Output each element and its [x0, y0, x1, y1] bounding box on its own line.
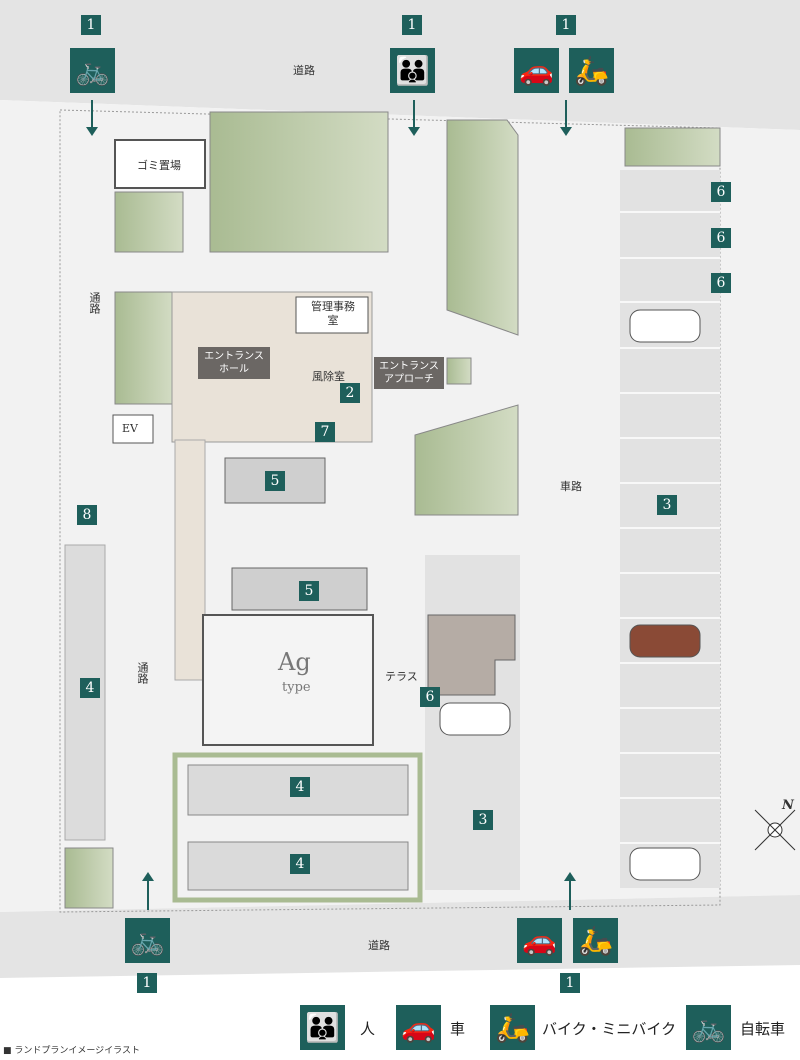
person-icon: 👪 [300, 1005, 345, 1050]
road-top-label: 道路 [293, 64, 315, 77]
badge-parking-3: 3 [657, 495, 677, 515]
badge-4: 4 [80, 678, 100, 698]
badge-bottom-vehicle: 1 [560, 973, 580, 993]
ag-label: Ag [278, 648, 311, 676]
badge-windbreak-2: 2 [340, 383, 360, 403]
badge-parking-6: 6 [711, 228, 731, 248]
legend-label: 自転車 [740, 1020, 786, 1038]
badge-parking-6: 6 [711, 273, 731, 293]
ev-label: EV [122, 422, 138, 435]
entrance-approach-label: エントランスアプローチ [374, 357, 444, 389]
badge-8: 8 [77, 505, 97, 525]
badge-bike-5: 5 [265, 471, 285, 491]
garbage-label: ゴミ置場 [137, 159, 181, 172]
scooter-icon: 🛵 [569, 48, 614, 93]
office-label: 管理事務室 [311, 300, 355, 327]
north-label: N [782, 798, 794, 813]
car-icon: 🚗 [396, 1005, 441, 1050]
driveway-label: 車路 [560, 480, 582, 493]
arrow-down-icon [408, 100, 420, 136]
person-icon: 👪 [390, 48, 435, 93]
passage-lower-label: 通路 [136, 662, 149, 684]
bicycle-icon: 🚲 [70, 48, 115, 93]
legend-label: 人 [360, 1020, 376, 1038]
badge-parking-6: 6 [420, 687, 440, 707]
legend-label: 車 [450, 1020, 466, 1038]
badge-top-vehicle: 1 [556, 15, 576, 35]
arrow-up-icon [142, 872, 154, 910]
arrow-up-icon [564, 872, 576, 910]
passage-upper-label: 通路 [88, 292, 101, 314]
arrow-down-icon [86, 100, 98, 136]
badge-4: 4 [290, 777, 310, 797]
caption: ■ ランドプランイメージイラスト [3, 1046, 141, 1056]
car-icon: 🚗 [514, 48, 559, 93]
badge-4: 4 [290, 854, 310, 874]
badge-top-bike: 1 [81, 15, 101, 35]
bicycle-icon: 🚲 [686, 1005, 731, 1050]
badge-parking-6: 6 [711, 182, 731, 202]
badge-top-person: 1 [402, 15, 422, 35]
car-icon: 🚗 [517, 918, 562, 963]
badge-bike-5: 5 [299, 581, 319, 601]
legend-label: バイク・ミニバイク [542, 1020, 677, 1038]
scooter-icon: 🛵 [490, 1005, 535, 1050]
type-label: type [282, 680, 311, 695]
bicycle-icon: 🚲 [125, 918, 170, 963]
road-bottom-label: 道路 [368, 939, 390, 952]
badge-7: 7 [315, 422, 335, 442]
badge-bottom-bike: 1 [137, 973, 157, 993]
terrace-label: テラス [385, 670, 418, 683]
arrow-down-icon [560, 100, 572, 136]
badge-parking-3: 3 [473, 810, 493, 830]
entrance-hall-label: エントランスホール [198, 347, 270, 379]
scooter-icon: 🛵 [573, 918, 618, 963]
windbreak-label: 風除室 [312, 370, 345, 383]
